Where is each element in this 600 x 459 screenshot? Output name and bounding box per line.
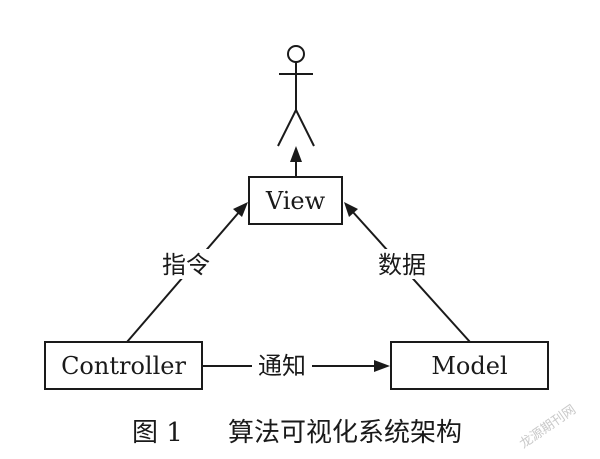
- watermark: 龙源期刊网: [517, 402, 579, 452]
- controller-label: Controller: [61, 352, 186, 380]
- figure-number: 图 1: [132, 418, 183, 448]
- view-to-user-arrow: [290, 146, 302, 176]
- figure-caption: 图 1 算法可视化系统架构: [132, 418, 462, 448]
- notify-edge-label: 通知: [258, 352, 306, 380]
- figure-title: 算法可视化系统架构: [228, 418, 462, 448]
- instruction-edge-label: 指令: [162, 251, 210, 279]
- model-label: Model: [431, 352, 507, 380]
- data-edge-label: 数据: [378, 251, 426, 279]
- controller-node: Controller: [44, 341, 203, 390]
- model-node: Model: [390, 341, 549, 390]
- notify-label-bg: [252, 350, 312, 380]
- user-stick-figure-icon: [277, 45, 315, 147]
- data-label-bg: [374, 249, 430, 279]
- view-node: View: [248, 176, 343, 225]
- instruction-label-bg: [158, 249, 214, 279]
- view-label: View: [265, 187, 326, 215]
